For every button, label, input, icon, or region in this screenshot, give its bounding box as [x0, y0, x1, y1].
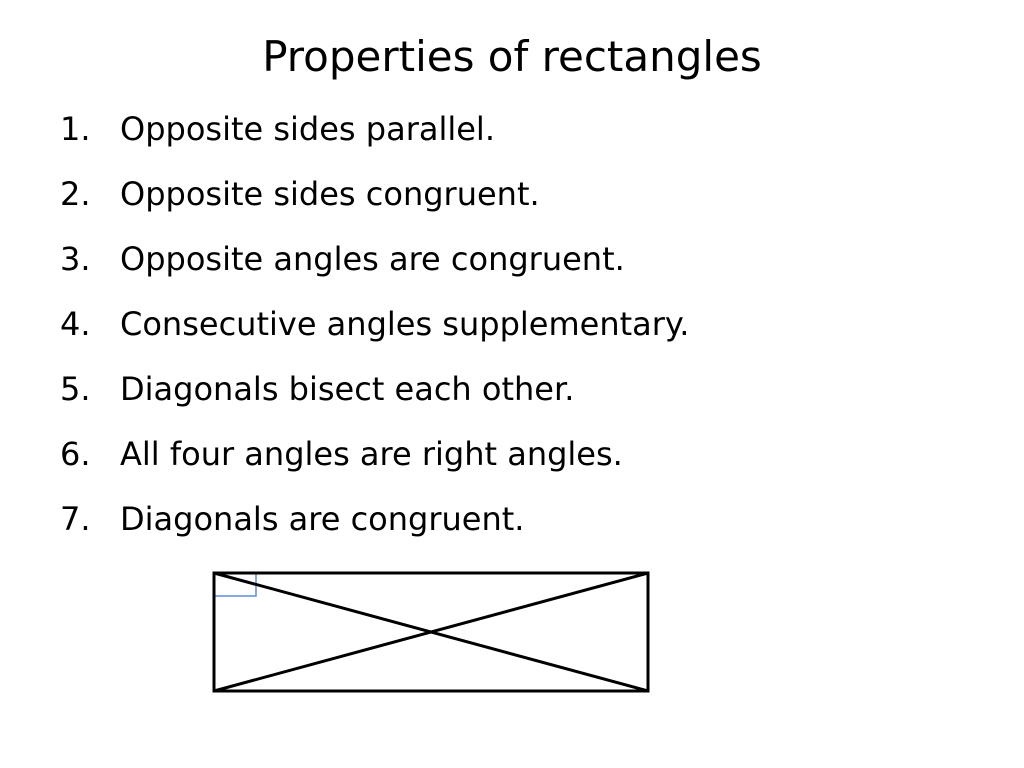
- list-item: 3. Opposite angles are congruent.: [60, 236, 960, 301]
- list-item: 6. All four angles are right angles.: [60, 431, 960, 496]
- right-angle-marker: [215, 573, 257, 597]
- item-number: 7.: [60, 500, 91, 538]
- item-text: Consecutive angles supplementary.: [120, 305, 690, 343]
- list-item: 1. Opposite sides parallel.: [60, 106, 960, 171]
- item-number: 2.: [60, 175, 91, 213]
- item-number: 6.: [60, 435, 91, 473]
- list-item: 4. Consecutive angles supplementary.: [60, 301, 960, 366]
- item-text: Diagonals are congruent.: [120, 500, 525, 538]
- item-number: 5.: [60, 370, 91, 408]
- item-number: 3.: [60, 240, 91, 278]
- properties-list: 1. Opposite sides parallel. 2. Opposite …: [60, 106, 960, 561]
- item-text: All four angles are right angles.: [120, 435, 623, 473]
- list-item: 2. Opposite sides congruent.: [60, 171, 960, 236]
- item-text: Opposite sides congruent.: [120, 175, 540, 213]
- diagonal-line: [213, 571, 649, 693]
- item-text: Opposite angles are congruent.: [120, 240, 625, 278]
- item-text: Diagonals bisect each other.: [120, 370, 575, 408]
- slide-title: Properties of rectangles: [262, 32, 762, 81]
- item-number: 4.: [60, 305, 91, 343]
- list-item: 5. Diagonals bisect each other.: [60, 366, 960, 431]
- item-text: Opposite sides parallel.: [120, 110, 495, 148]
- rectangle-outline: [212, 571, 650, 693]
- diagonal-line: [213, 571, 649, 693]
- item-number: 1.: [60, 110, 91, 148]
- list-item: 7. Diagonals are congruent.: [60, 496, 960, 561]
